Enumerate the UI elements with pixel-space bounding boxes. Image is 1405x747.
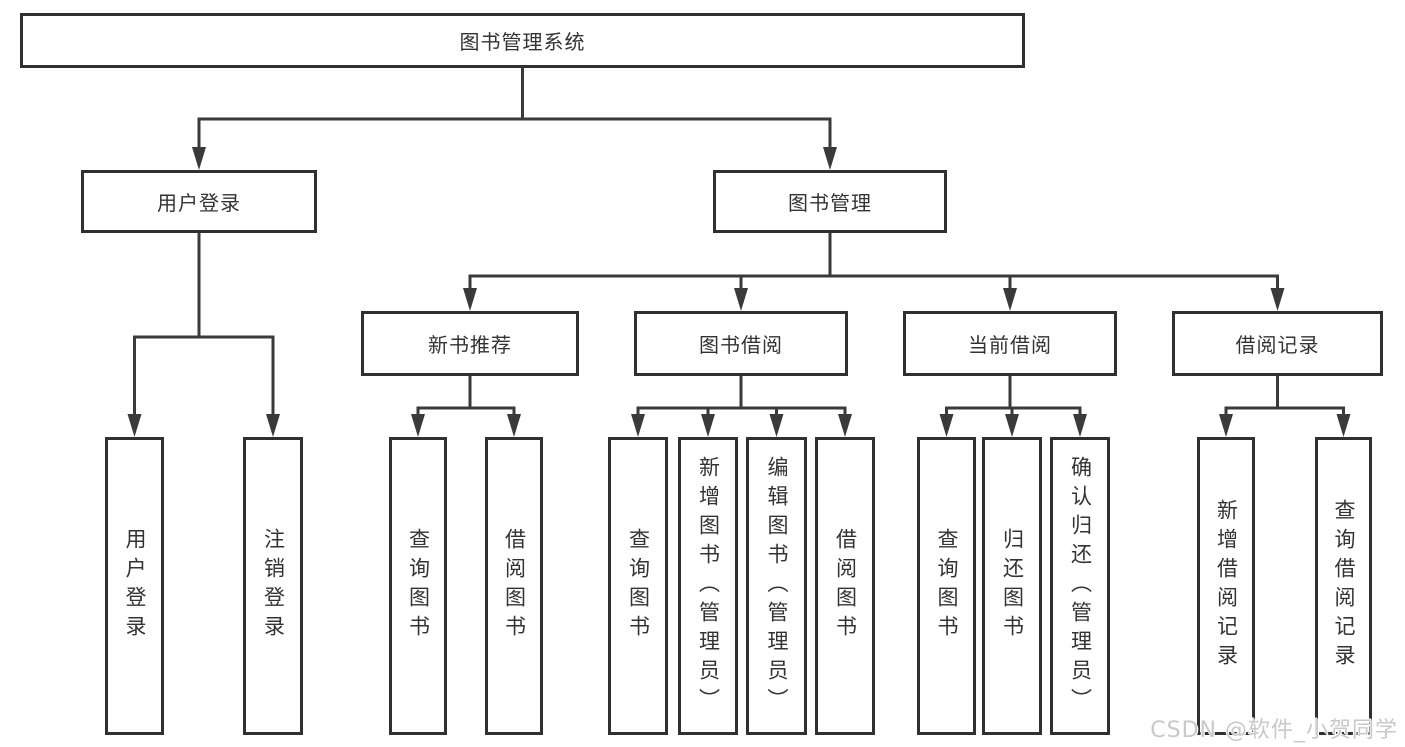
leaf-user-login-label: 用户登录 <box>123 528 147 644</box>
leaf-add-book-admin: 新增图书（管理员） <box>678 437 738 735</box>
connector-user-login-to-leaves <box>127 233 280 437</box>
node-new-book-rec: 新书推荐 <box>361 311 579 376</box>
leaf-borrow-book-2-label: 借阅图书 <box>833 528 858 644</box>
node-book-mgmt: 图书管理 <box>713 170 947 233</box>
leaf-confirm-return-admin-label: 确认归还（管理员） <box>1068 455 1093 717</box>
leaf-logout-label: 注销登录 <box>261 528 286 644</box>
leaf-query-book-2: 查询图书 <box>608 437 668 735</box>
leaf-borrow-book-2: 借阅图书 <box>815 437 875 735</box>
leaf-add-book-admin-label: 新增图书（管理员） <box>696 455 721 717</box>
node-user-login: 用户登录 <box>81 170 317 233</box>
node-current-borrow-label: 当前借阅 <box>968 333 1052 357</box>
leaf-return-book: 归还图书 <box>982 437 1042 735</box>
leaf-add-borrow-record-label: 新增借阅记录 <box>1214 499 1239 673</box>
node-book-borrow-label: 图书借阅 <box>699 333 783 357</box>
leaf-add-borrow-record: 新增借阅记录 <box>1197 437 1255 735</box>
node-book-borrow: 图书借阅 <box>634 311 848 376</box>
leaf-confirm-return-admin: 确认归还（管理员） <box>1050 437 1110 735</box>
leaf-query-book-3-label: 查询图书 <box>935 528 959 644</box>
leaf-query-borrow-record-label: 查询借阅记录 <box>1332 499 1356 673</box>
connector-root-to-level1 <box>192 68 837 170</box>
node-borrow-records: 借阅记录 <box>1172 311 1383 376</box>
node-book-mgmt-label: 图书管理 <box>788 191 872 215</box>
leaf-query-book-1: 查询图书 <box>389 437 447 735</box>
leaf-query-book-3: 查询图书 <box>917 437 976 735</box>
csdn-watermark: CSDN @软件_小贺同学 <box>1150 718 1398 743</box>
node-current-borrow: 当前借阅 <box>903 311 1117 376</box>
leaf-query-book-1-label: 查询图书 <box>406 528 431 644</box>
connector-borrow-records-to-leaves <box>1219 376 1351 437</box>
connector-current-borrow-to-leaves <box>939 376 1087 437</box>
leaf-query-book-2-label: 查询图书 <box>626 528 651 644</box>
node-new-book-rec-label: 新书推荐 <box>428 333 512 357</box>
connector-new-book-rec-to-leaves <box>411 376 521 437</box>
connector-book-borrow-to-leaves <box>631 376 852 437</box>
leaf-query-borrow-record: 查询借阅记录 <box>1315 437 1372 735</box>
leaf-user-login: 用户登录 <box>105 437 164 735</box>
connector-book-mgmt-to-level2 <box>463 233 1285 311</box>
node-root-label: 图书管理系统 <box>459 30 586 54</box>
leaf-return-book-label: 归还图书 <box>1000 528 1025 644</box>
leaf-logout: 注销登录 <box>243 437 303 735</box>
node-user-login-label: 用户登录 <box>157 191 241 215</box>
node-root: 图书管理系统 <box>20 13 1025 68</box>
leaf-edit-book-admin: 编辑图书（管理员） <box>746 437 807 735</box>
leaf-edit-book-admin-label: 编辑图书（管理员） <box>765 455 789 717</box>
leaf-borrow-book-1: 借阅图书 <box>485 437 543 735</box>
node-borrow-records-label: 借阅记录 <box>1235 333 1320 357</box>
leaf-borrow-book-1-label: 借阅图书 <box>502 528 527 644</box>
